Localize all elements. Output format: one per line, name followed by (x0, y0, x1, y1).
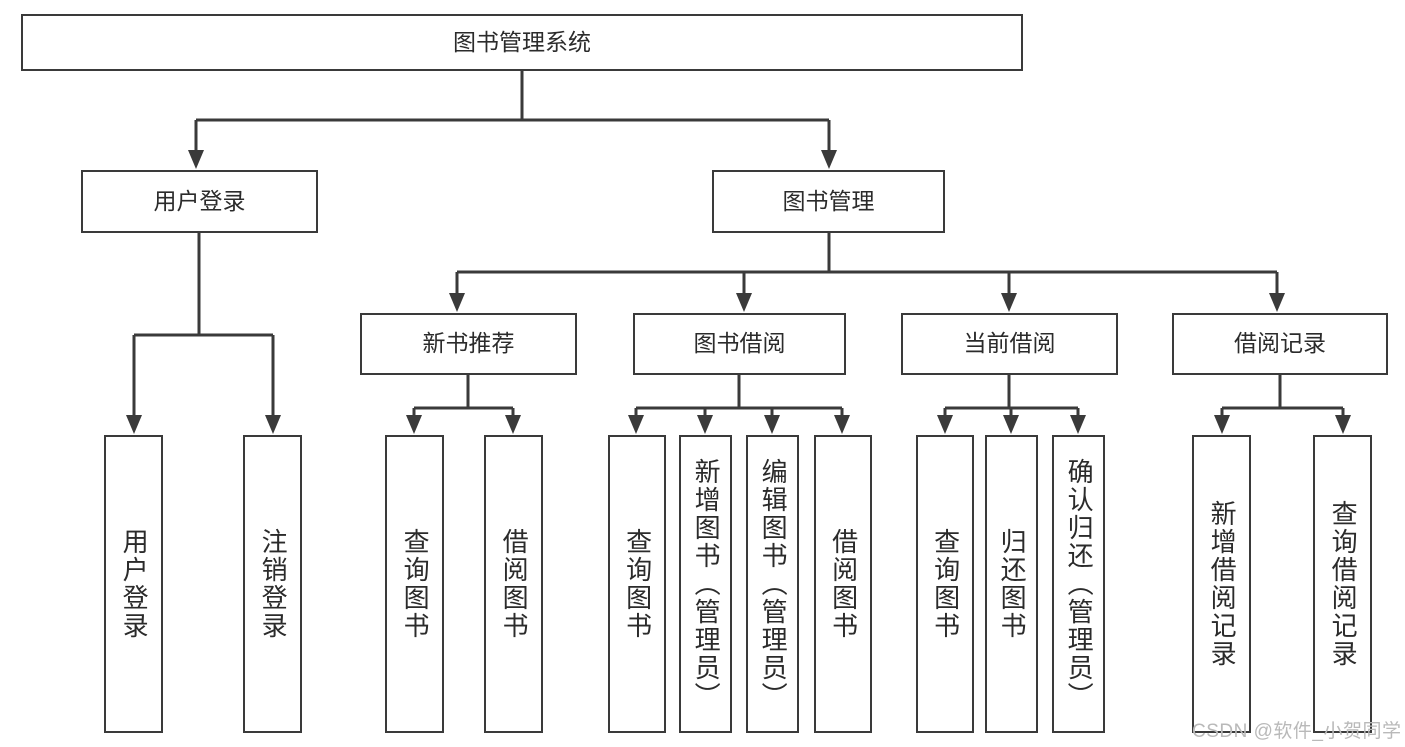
node-leaf-add-borrow-record[interactable]: 新增借阅记录 (1192, 435, 1251, 733)
node-leaf-new-query-book[interactable]: 查询图书 (385, 435, 444, 733)
node-leaf-borrow-query-book[interactable]: 查询图书 (608, 435, 666, 733)
node-label: 借阅记录 (1234, 330, 1326, 357)
node-leaf-user-logout[interactable]: 注销登录 (243, 435, 302, 733)
node-label: 当前借阅 (963, 330, 1056, 357)
node-borrow-record[interactable]: 借阅记录 (1172, 313, 1388, 375)
drop-to-borrow-query-arrowhead (628, 415, 644, 434)
node-leaf-return-book[interactable]: 归还图书 (985, 435, 1038, 733)
node-leaf-add-book-admin[interactable]: 新增图书（管理员） (679, 435, 732, 733)
node-book-borrow[interactable]: 图书借阅 (633, 313, 846, 375)
drop-to-l2-new-arrowhead (449, 293, 465, 312)
drop-to-user-logout-arrowhead (265, 415, 281, 434)
node-new-book-recommend[interactable]: 新书推荐 (360, 313, 577, 375)
drop-to-borrow-add-arrowhead (697, 415, 713, 434)
node-label: 图书借阅 (693, 330, 786, 357)
node-user-login-module[interactable]: 用户登录 (81, 170, 318, 233)
node-current-borrow[interactable]: 当前借阅 (901, 313, 1118, 375)
drop-to-user-login-arrowhead (126, 415, 142, 434)
node-label: 新增借阅记录 (1207, 500, 1238, 668)
drop-to-cur-confirm-arrowhead (1070, 415, 1086, 434)
node-leaf-edit-book-admin[interactable]: 编辑图书（管理员） (746, 435, 799, 733)
node-root-system[interactable]: 图书管理系统 (21, 14, 1023, 71)
node-label: 图书管理 (782, 187, 875, 214)
node-label: 用户登录 (119, 528, 150, 640)
node-label: 图书管理系统 (453, 28, 591, 55)
drop-to-l2-record-arrowhead (1269, 293, 1285, 312)
drop-to-l1-book-arrowhead (821, 150, 837, 169)
node-label: 注销登录 (258, 528, 289, 640)
node-leaf-lend-book[interactable]: 借阅图书 (814, 435, 872, 733)
node-leaf-current-query-book[interactable]: 查询图书 (916, 435, 974, 733)
drop-to-rec-query-arrowhead (1335, 415, 1351, 434)
node-leaf-user-login[interactable]: 用户登录 (104, 435, 163, 733)
drop-to-l2-borrow-arrowhead (736, 293, 752, 312)
node-label: 编辑图书（管理员） (758, 458, 789, 710)
drop-to-borrow-lend-arrowhead (834, 415, 850, 434)
node-leaf-confirm-return-admin[interactable]: 确认归还（管理员） (1052, 435, 1105, 733)
node-label: 查询图书 (930, 528, 961, 640)
node-label: 新书推荐 (422, 330, 515, 357)
node-label: 查询图书 (400, 528, 431, 640)
drop-to-rec-add-arrowhead (1214, 415, 1230, 434)
node-label: 借阅图书 (828, 528, 859, 640)
drop-to-l1-user-arrowhead (188, 150, 204, 169)
node-label: 用户登录 (153, 187, 246, 214)
node-leaf-query-borrow-record[interactable]: 查询借阅记录 (1313, 435, 1372, 733)
csdn-watermark: CSDN @软件_小贺同学 (1192, 721, 1402, 742)
node-book-management-module[interactable]: 图书管理 (712, 170, 945, 233)
node-leaf-new-borrow-book[interactable]: 借阅图书 (484, 435, 543, 733)
node-label: 借阅图书 (499, 528, 530, 640)
drop-to-l2-current-arrowhead (1001, 293, 1017, 312)
node-label: 新增图书（管理员） (691, 458, 722, 710)
node-label: 查询图书 (622, 528, 653, 640)
drop-to-new-query-arrowhead (406, 415, 422, 434)
node-label: 归还图书 (997, 528, 1028, 640)
drop-to-borrow-edit-arrowhead (764, 415, 780, 434)
drop-to-cur-return-arrowhead (1003, 415, 1019, 434)
drop-to-cur-query-arrowhead (937, 415, 953, 434)
drop-to-new-borrow-arrowhead (505, 415, 521, 434)
node-label: 确认归还（管理员） (1064, 458, 1095, 710)
node-label: 查询借阅记录 (1328, 500, 1359, 668)
